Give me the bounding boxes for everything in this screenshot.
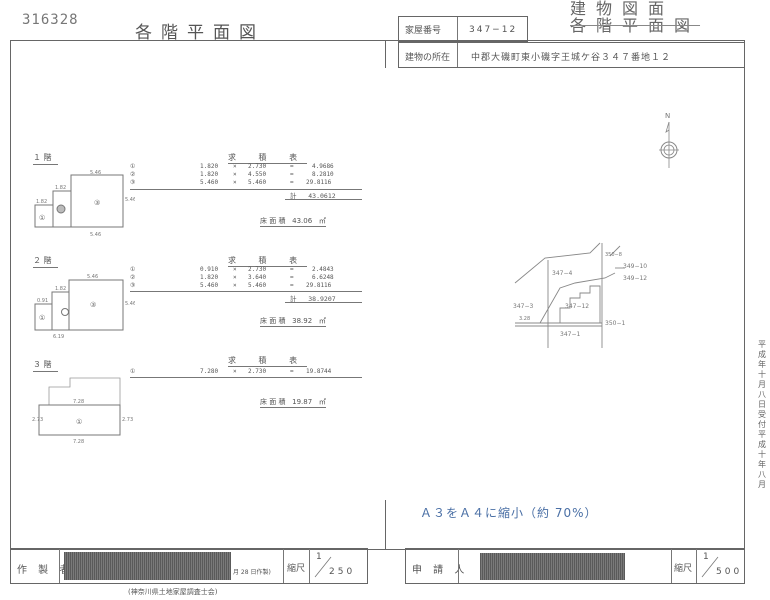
location-label: 建物の所在 (405, 53, 451, 63)
svg-text:347−3: 347−3 (513, 303, 533, 310)
surveyors-association: (神奈川県土地家屋調査士会) (128, 588, 218, 596)
svg-text:5.46: 5.46 (125, 197, 135, 203)
svg-text:347−12: 347−12 (565, 303, 589, 310)
floor-1-plan: 5.46 5.46 5.46 1.82 1.82 ③ ① (34, 170, 135, 238)
svg-text:3.28: 3.28 (519, 316, 530, 322)
stamp-title-line2: 各階平面図 (570, 16, 701, 35)
floor-1-calc-title: 求 積 表 (228, 153, 308, 164)
svg-text:349−10: 349−10 (623, 263, 647, 270)
north-compass-icon: N (659, 112, 679, 168)
scale-left-numerator: 1 (316, 552, 322, 562)
footer-divider (385, 500, 386, 550)
floor-2-label: ２ 階 (33, 255, 58, 268)
dim-top: 5.46 (90, 170, 101, 176)
document-number: 316328 (22, 12, 79, 28)
location-box: 建物の所在 中郡大磯町東小磯字王城ケ谷３４７番地１２ (398, 42, 745, 68)
floor-1-label: １ 階 (33, 152, 58, 165)
floor-2-calc-title: 求 積 表 (228, 256, 308, 267)
svg-text:2.73: 2.73 (32, 417, 43, 423)
svg-text:1.82: 1.82 (55, 286, 66, 292)
maker-redacted (64, 552, 231, 580)
scale-left-label: 縮尺 (287, 564, 306, 574)
svg-text:1.82: 1.82 (55, 185, 66, 191)
floor-2-total: 計 38.9207 (290, 295, 336, 303)
room-mark-1: ① (76, 418, 82, 426)
floor-2-floor-area: 床 面 積 38.92 ㎡ (260, 317, 326, 327)
floor-3-plan: 7.28 7.28 2.73 2.73 ① (32, 377, 133, 445)
sheet-title: 各階平面図 (135, 23, 265, 43)
applicant-box: 申 請 人 縮尺 1 500 (405, 548, 745, 584)
scale-left-denominator: 250 (329, 567, 356, 577)
room-mark-1: ① (39, 314, 45, 322)
stamp-title-line1: 建物図面 (570, 0, 675, 18)
applicant-redacted (480, 553, 625, 580)
svg-text:6.19: 6.19 (53, 334, 64, 340)
floor-3-floor-area: 床 面 積 19.87 ㎡ (260, 398, 326, 408)
dim-top: 7.28 (73, 399, 84, 405)
svg-text:N: N (665, 112, 670, 120)
svg-text:0.91: 0.91 (37, 298, 48, 304)
floor-1-total: 計 43.0612 (290, 192, 336, 200)
applicant-label: 申 請 人 (412, 565, 469, 576)
house-number-value: 347−12 (469, 25, 518, 35)
scale-right-numerator: 1 (703, 552, 709, 562)
svg-text:347−4: 347−4 (552, 270, 572, 277)
dim-top: 5.46 (87, 274, 98, 280)
drawing-frame (10, 40, 745, 550)
svg-text:347−1: 347−1 (560, 331, 580, 338)
maker-date-suffix: 月 28 日作製) (233, 569, 271, 576)
svg-text:1.82: 1.82 (36, 199, 47, 205)
svg-text:5.46: 5.46 (90, 232, 101, 238)
svg-text:350−1: 350−1 (605, 320, 625, 327)
scale-right-denominator: 500 (716, 567, 743, 577)
svg-text:2.73: 2.73 (122, 417, 133, 423)
floor-3-label: ３ 階 (33, 359, 58, 372)
svg-text:350−8: 350−8 (605, 252, 622, 258)
svg-text:5.46: 5.46 (125, 301, 135, 307)
house-number-box: 家屋番号 347−12 (398, 16, 528, 42)
maker-label: 作 製 者 (17, 565, 74, 576)
floor-1-floor-area: 床 面 積 43.06 ㎡ (260, 217, 326, 227)
room-mark-3: ③ (90, 301, 96, 309)
floor-3-calc-title: 求 積 表 (228, 356, 308, 367)
house-number-label: 家屋番号 (405, 26, 442, 36)
floor-2-plan: 5.46 6.19 5.46 1.82 0.91 ③ ① (34, 274, 135, 340)
location-value: 中郡大磯町東小磯字王城ケ谷３４７番地１２ (471, 53, 672, 63)
scale-right-label: 縮尺 (674, 564, 693, 574)
margin-receipt-text: 平成年十月八日受付平成十年八月 (758, 340, 766, 489)
site-plan: 347−4 347−3 347−12 347−1 350−1 349−10 34… (513, 242, 647, 348)
room-mark-3: ③ (94, 199, 100, 207)
header-divider (385, 40, 386, 68)
reduction-note: Ａ３をＡ４に縮小（約 70%） (420, 506, 598, 520)
room-mark-1: ① (39, 214, 45, 222)
maker-box: 作 製 者 月 28 日作製) 縮尺 1 250 (10, 548, 368, 584)
svg-text:7.28: 7.28 (73, 439, 84, 445)
stamp-title: 建物図面 各階平面図 (570, 0, 700, 34)
svg-text:349−12: 349−12 (623, 275, 647, 282)
